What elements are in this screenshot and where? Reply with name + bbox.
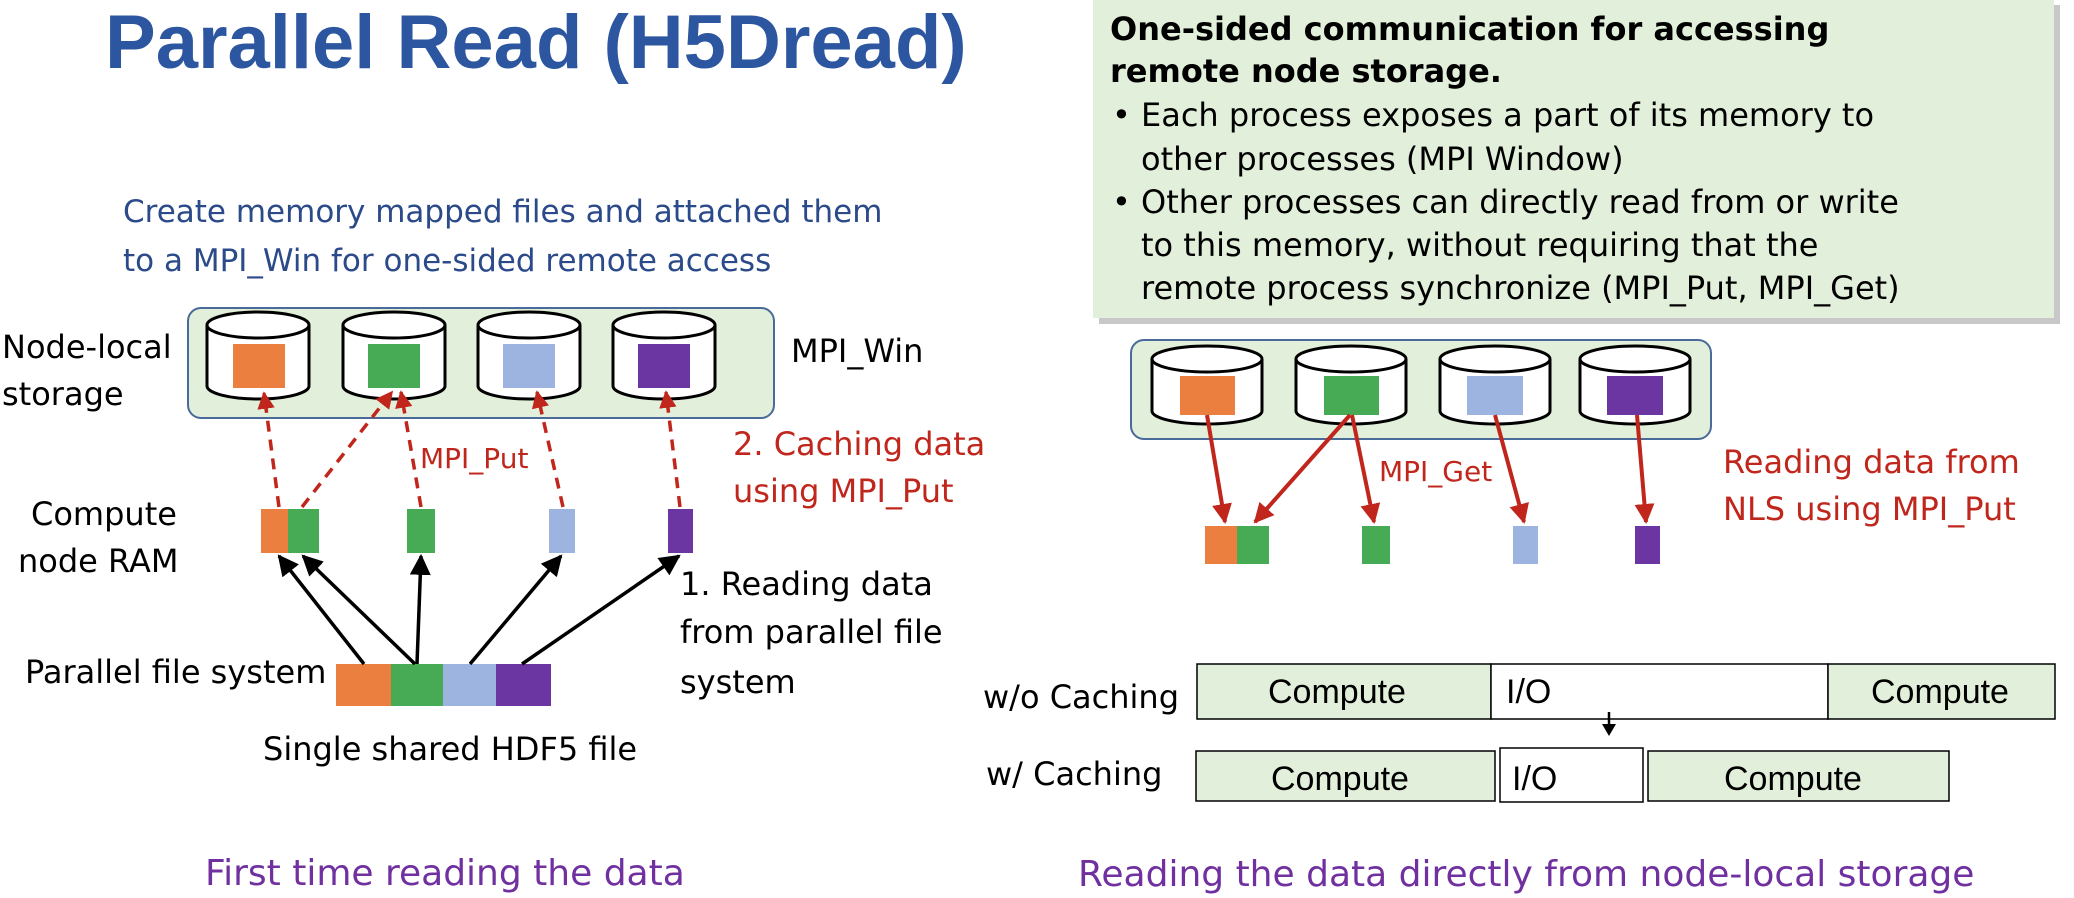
ram-block-orange xyxy=(261,509,288,553)
storage-cylinder-green xyxy=(341,310,447,401)
page-title: Parallel Read (H5Dread) xyxy=(105,0,967,85)
wo-compute-1-label: Compute xyxy=(1268,673,1406,711)
hdf5-block-lightblue xyxy=(443,664,496,706)
reading-note-3: system xyxy=(680,663,796,701)
ram-block-lightblue xyxy=(549,509,575,553)
row-w-caching-label: w/ Caching xyxy=(986,755,1162,793)
ram-block-green-2 xyxy=(407,509,435,553)
caching-note-2: using MPI_Put xyxy=(733,472,954,510)
label-ram-1: Compute xyxy=(31,495,177,533)
shift-arrow xyxy=(1602,712,1616,736)
read-arrows xyxy=(277,553,681,666)
label-node-local-1: Node-local xyxy=(2,328,172,366)
nls-cylinder-green xyxy=(1294,344,1408,426)
nls-note-2: NLS using MPI_Put xyxy=(1723,490,2016,528)
dest-block-lightblue xyxy=(1513,526,1538,564)
dest-block-orange xyxy=(1205,526,1237,564)
label-ram-2: node RAM xyxy=(18,542,178,580)
dest-block-green-2 xyxy=(1362,526,1390,564)
reading-note-2: from parallel file xyxy=(680,613,943,651)
wo-io-label: I/O xyxy=(1506,673,1551,711)
caching-arrows xyxy=(257,390,682,509)
dest-block-green xyxy=(1237,526,1269,564)
bullet-2-line-1: Other processes can directly read from o… xyxy=(1141,183,1899,221)
wo-compute-2-label: Compute xyxy=(1871,673,2009,711)
hdf5-block-green xyxy=(391,664,443,706)
label-mpi-win: MPI_Win xyxy=(791,332,923,370)
infobox-heading-1: One-sided communication for accessing xyxy=(1110,10,1829,48)
intro-line-2: to a MPI_Win for one-sided remote access xyxy=(123,243,771,279)
hdf5-block-purple xyxy=(496,664,551,706)
storage-cylinder-orange xyxy=(205,310,311,401)
get-arrows xyxy=(1205,413,1655,524)
bullet-1-line-1: Each process exposes a part of its memor… xyxy=(1141,96,1874,134)
label-mpi-get: MPI_Get xyxy=(1379,455,1492,488)
caption-left: First time reading the data xyxy=(205,853,685,894)
hdf5-block-orange xyxy=(336,664,391,706)
bullet-2-dot: • xyxy=(1112,183,1131,221)
storage-cylinder-lightblue xyxy=(476,310,582,401)
w-compute-2 xyxy=(1647,750,1950,802)
nls-cylinder-purple xyxy=(1578,344,1692,426)
reading-note-1: 1. Reading data xyxy=(680,565,933,603)
nls-cylinder-lightblue xyxy=(1438,344,1552,426)
dest-block-purple xyxy=(1635,526,1660,564)
caching-note-1: 2. Caching data xyxy=(733,425,985,463)
w-compute-2-label: Compute xyxy=(1724,760,1862,798)
ram-block-green xyxy=(288,509,319,553)
infobox xyxy=(1093,0,2054,318)
label-hdf5-file: Single shared HDF5 file xyxy=(263,730,637,768)
bullet-2-line-2: to this memory, without requiring that t… xyxy=(1141,226,1818,264)
intro-line-1: Create memory mapped files and attached … xyxy=(123,194,882,230)
ram-block-purple xyxy=(668,509,693,553)
label-mpi-put: MPI_Put xyxy=(420,442,528,475)
storage-cylinder-purple xyxy=(611,310,717,401)
caption-right: Reading the data directly from node-loca… xyxy=(1078,854,1974,895)
bullet-1-line-2: other processes (MPI Window) xyxy=(1141,140,1624,178)
nls-note-1: Reading data from xyxy=(1723,443,2020,481)
w-compute-1-label: Compute xyxy=(1271,760,1409,798)
bullet-2-line-3: remote process synchronize (MPI_Put, MPI… xyxy=(1141,269,1900,307)
w-io-label: I/O xyxy=(1512,760,1557,798)
wo-compute-1 xyxy=(1196,663,1492,720)
label-parallel-fs: Parallel file system xyxy=(25,653,326,691)
w-io xyxy=(1499,747,1644,803)
bullet-1-dot: • xyxy=(1112,96,1131,134)
infobox-heading-2: remote node storage. xyxy=(1110,52,1502,90)
w-compute-1 xyxy=(1195,750,1496,802)
nls-cylinder-orange xyxy=(1150,344,1264,426)
wo-compute-2 xyxy=(1827,663,2056,720)
nls-panel xyxy=(1130,339,1712,440)
row-wo-caching-label: w/o Caching xyxy=(983,678,1179,716)
label-node-local-2: storage xyxy=(2,375,124,413)
